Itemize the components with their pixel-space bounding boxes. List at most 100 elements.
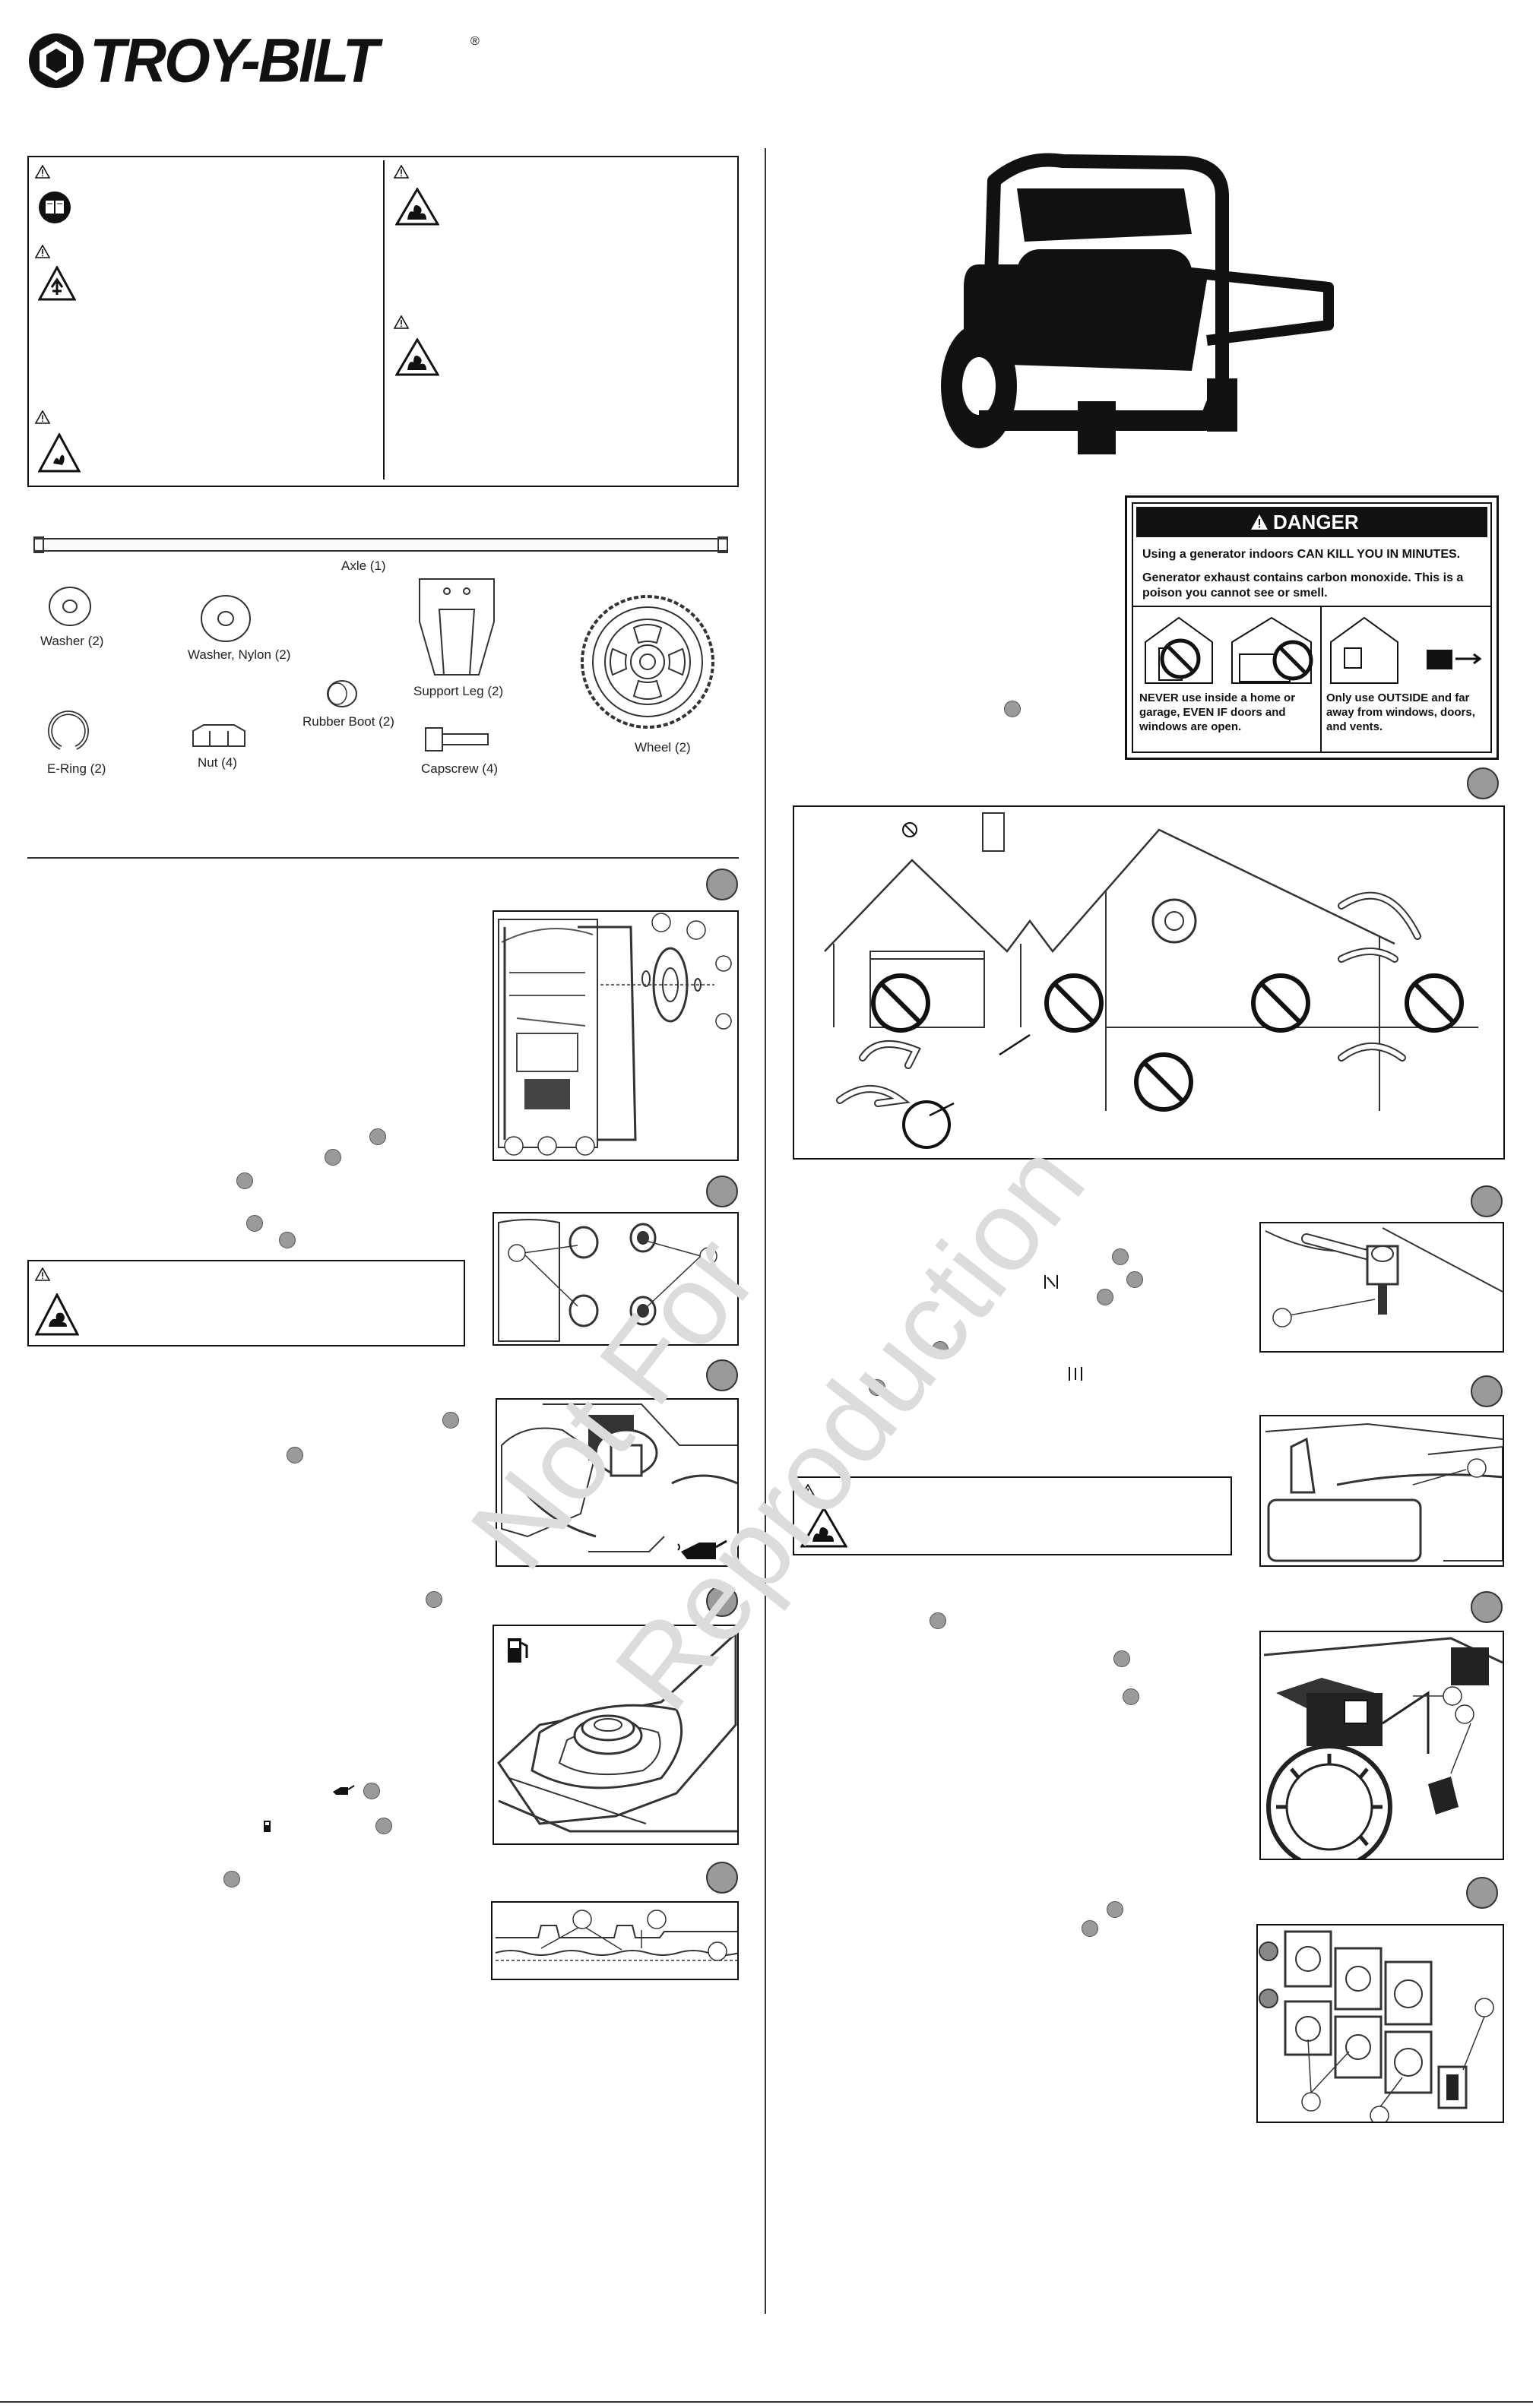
ref-callout [442, 1412, 459, 1429]
step-callout [706, 1585, 738, 1617]
warning-triangle-icon [394, 315, 409, 329]
warning-triangle-icon [394, 165, 409, 179]
ref-callout [279, 1232, 296, 1248]
electric-shock-icon [38, 266, 76, 301]
read-manual-icon [39, 191, 71, 223]
support-leg-illustration [419, 578, 495, 676]
fire-icon [395, 188, 439, 226]
outlet-panel-drawing [1259, 1930, 1494, 2122]
hot-surface-warning-box [27, 1260, 465, 1346]
ref-callout [1107, 1901, 1123, 1918]
rubber-boot-illustration [327, 680, 357, 707]
step-callout [706, 1176, 738, 1207]
choke-off-icon [1044, 1275, 1058, 1289]
axle-illustration [33, 538, 728, 552]
choke-drawing [1265, 1422, 1503, 1562]
choke-on-icon [1069, 1367, 1082, 1381]
ref-callout [1126, 1271, 1143, 1288]
ref-callout [932, 1341, 949, 1358]
danger-label-inner: DANGER Using a generator indoors CAN KIL… [1132, 502, 1492, 753]
choke-figure [1259, 1415, 1504, 1567]
section-divider-left [27, 857, 739, 859]
ref-callout [375, 1818, 392, 1834]
danger-divider-v [1320, 606, 1322, 753]
generator-silhouette [941, 153, 1334, 454]
axle-end-right [717, 536, 728, 553]
page-bottom-rule [0, 2401, 1533, 2403]
ref-callout [1082, 1920, 1098, 1937]
column-divider [765, 148, 766, 2314]
fire-icon [800, 1507, 847, 1548]
axle-label: Axle (1) [341, 558, 386, 573]
nut-label: Nut (4) [198, 755, 237, 770]
oil-can-icon [333, 1785, 355, 1795]
oil-fill-drawing [501, 1403, 737, 1552]
fuel-pump-icon [264, 1821, 271, 1832]
danger-triangle-icon [1251, 514, 1268, 530]
hot-surface-icon [35, 1293, 79, 1336]
step-callout [1471, 1375, 1503, 1407]
logo-registered: ® [470, 35, 480, 48]
e-ring-illustration [48, 710, 89, 750]
ref-callout [1004, 701, 1021, 717]
danger-header: DANGER [1136, 507, 1487, 537]
washer-illustration [49, 587, 91, 626]
fuel-tank-drawing [497, 1631, 737, 1833]
wheel-install-drawing [498, 913, 732, 1156]
warning-triangle-icon [35, 410, 50, 424]
danger-line-2: Generator exhaust contains carbon monoxi… [1142, 571, 1464, 600]
safety-warning-box [27, 156, 739, 487]
outdoor-only-pictogram [1330, 616, 1482, 684]
fuel-pump-icon [508, 1638, 528, 1663]
danger-label: DANGER Using a generator indoors CAN KIL… [1125, 495, 1499, 760]
ref-callout [363, 1783, 380, 1799]
logo-text: TROY-BILT [90, 24, 378, 96]
warning-triangle-icon [35, 1267, 50, 1281]
ref-callout [1112, 1248, 1129, 1265]
ref-callout [287, 1447, 303, 1463]
ref-callout [325, 1149, 341, 1166]
ref-callout [223, 1871, 240, 1887]
danger-divider-h [1133, 606, 1490, 607]
start-figure [1259, 1631, 1504, 1860]
house-diagram [824, 812, 1478, 1149]
fire-icon [395, 338, 439, 376]
nylon-washer-label: Washer, Nylon (2) [188, 647, 291, 662]
ref-callout [236, 1172, 253, 1189]
capscrew-label: Capscrew (4) [421, 761, 499, 776]
hot-surface-icon [38, 433, 81, 473]
rubber-boot-figure [493, 1212, 739, 1346]
ref-callout [1113, 1650, 1130, 1667]
step-callout [1467, 767, 1499, 799]
ref-callout [869, 1379, 885, 1396]
never-indoor-pictogram [1145, 616, 1313, 684]
rubber-boot-label: Rubber Boot (2) [302, 714, 394, 729]
wheel-install-figure [493, 910, 739, 1161]
nut-illustration [192, 724, 245, 747]
fuel-valve-drawing [1265, 1227, 1503, 1327]
ref-callout [930, 1612, 946, 1629]
ref-callout [246, 1215, 263, 1232]
ref-callout [1097, 1289, 1113, 1305]
fire-warning-box [793, 1476, 1232, 1555]
washer-label: Washer (2) [40, 634, 104, 648]
ref-callout [1123, 1688, 1139, 1705]
warning-triangle-icon [800, 1484, 816, 1498]
house-placement-figure [793, 805, 1505, 1160]
engine-start-drawing [1263, 1637, 1503, 1859]
safety-divider [383, 160, 385, 479]
step-callout [706, 1862, 738, 1894]
e-ring-label: E-Ring (2) [47, 761, 106, 776]
wheel-label: Wheel (2) [635, 740, 691, 755]
ref-callout [426, 1591, 442, 1608]
ref-callout [369, 1128, 386, 1145]
step-callout [706, 869, 738, 900]
oil-can-icon [677, 1539, 727, 1559]
step-callout [1471, 1591, 1503, 1623]
outlet-panel-figure [1256, 1924, 1504, 2123]
logo-emblem-icon [29, 33, 84, 88]
rubber-boot-drawing [498, 1219, 717, 1342]
oil-fill-figure [496, 1398, 739, 1567]
fuel-fill-figure [493, 1625, 739, 1845]
only-text: Only use OUTSIDE and far away from windo… [1326, 691, 1475, 733]
